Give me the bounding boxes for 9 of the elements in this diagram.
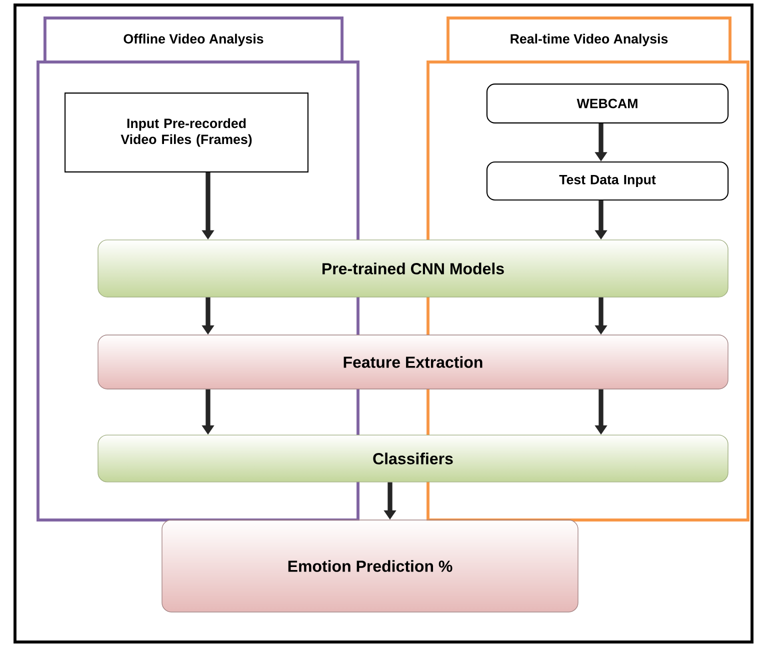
process-box: Emotion Prediction % [162, 520, 578, 612]
process-box: WEBCAM [486, 84, 729, 124]
node-label: Offline Video Analysis [124, 34, 264, 46]
process-box: Input Pre-recorded Video Files (Frames) [64, 92, 308, 172]
process-box: Test Data Input [486, 161, 729, 201]
node-label: Real-time Video Analysis [510, 34, 668, 46]
process-box: Feature Extraction [98, 334, 728, 390]
process-box: Pre-trained CNN Models [98, 240, 728, 298]
process-box: Classifiers [98, 434, 728, 482]
